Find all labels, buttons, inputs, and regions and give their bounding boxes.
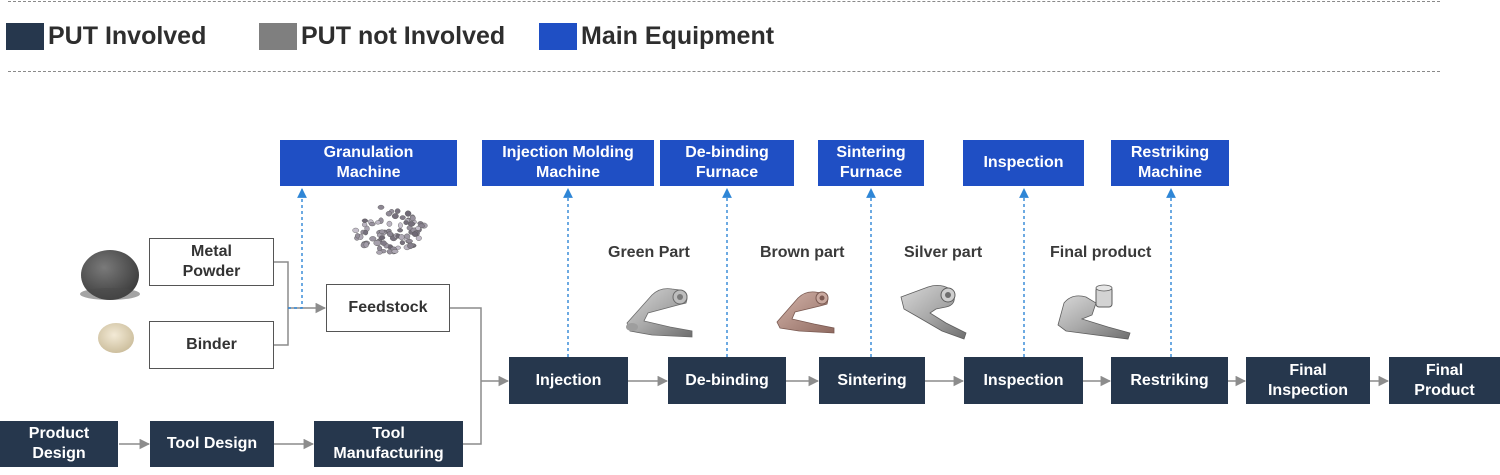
sintering-box: Sintering (819, 357, 925, 404)
restriking-machine-box: Restriking Machine (1111, 140, 1229, 186)
granulation-machine-box: Granulation Machine (280, 140, 457, 186)
metal-powder-box: Metal Powder (149, 238, 274, 286)
inspection-box: Inspection (964, 357, 1083, 404)
binder-image (98, 323, 134, 353)
legend-swatch-put-involved (6, 22, 44, 50)
final-inspection-box: Final Inspection (1246, 357, 1370, 404)
feedstock-pellets-image (352, 204, 428, 255)
product-design-box: Product Design (0, 421, 118, 467)
injection-box: Injection (509, 357, 628, 404)
legend-swatch-main-equipment (539, 22, 577, 50)
green-part-image (626, 288, 693, 338)
brown-part-image (776, 291, 835, 334)
sintering-furnace-box: Sintering Furnace (818, 140, 924, 186)
legend-dashed-divider (8, 71, 1440, 72)
silver-part-label: Silver part (904, 244, 983, 261)
silver-part-image (900, 285, 967, 340)
debinding-furnace-box: De-binding Furnace (660, 140, 794, 186)
final-product-image (1057, 284, 1131, 340)
final-product-label: Final product (1050, 244, 1152, 261)
legend-main-equipment: Main Equipment (539, 20, 774, 52)
brown-part-label: Brown part (760, 244, 845, 261)
arrow-to-granulation-machine (288, 188, 307, 309)
inputs-to-injection-connector (450, 307, 510, 445)
injection-molding-machine-box: Injection Molding Machine (482, 140, 654, 186)
materials-to-feedstock-connector (274, 261, 327, 346)
binder-box: Binder (149, 321, 274, 369)
restriking-box: Restriking (1111, 357, 1228, 404)
legend-label-put-involved: PUT Involved (48, 21, 207, 50)
legend-put-involved: PUT Involved (6, 20, 206, 52)
tool-design-box: Tool Design (150, 421, 274, 467)
top-dashed-divider (8, 1, 1440, 2)
legend-put-not-involved: PUT not Involved (259, 20, 505, 52)
final-product-box: Final Product (1389, 357, 1500, 404)
metal-powder-image (80, 250, 140, 300)
legend-swatch-put-not-involved (259, 22, 297, 50)
legend-label-main-equipment: Main Equipment (581, 21, 775, 50)
inspection-equipment-box: Inspection (963, 140, 1084, 186)
debinding-box: De-binding (668, 357, 786, 404)
tool-manufacturing-box: Tool Manufacturing (314, 421, 463, 467)
legend-label-put-not-involved: PUT not Involved (301, 21, 506, 50)
feedstock-box: Feedstock (326, 284, 450, 332)
green-part-label: Green Part (608, 244, 690, 261)
